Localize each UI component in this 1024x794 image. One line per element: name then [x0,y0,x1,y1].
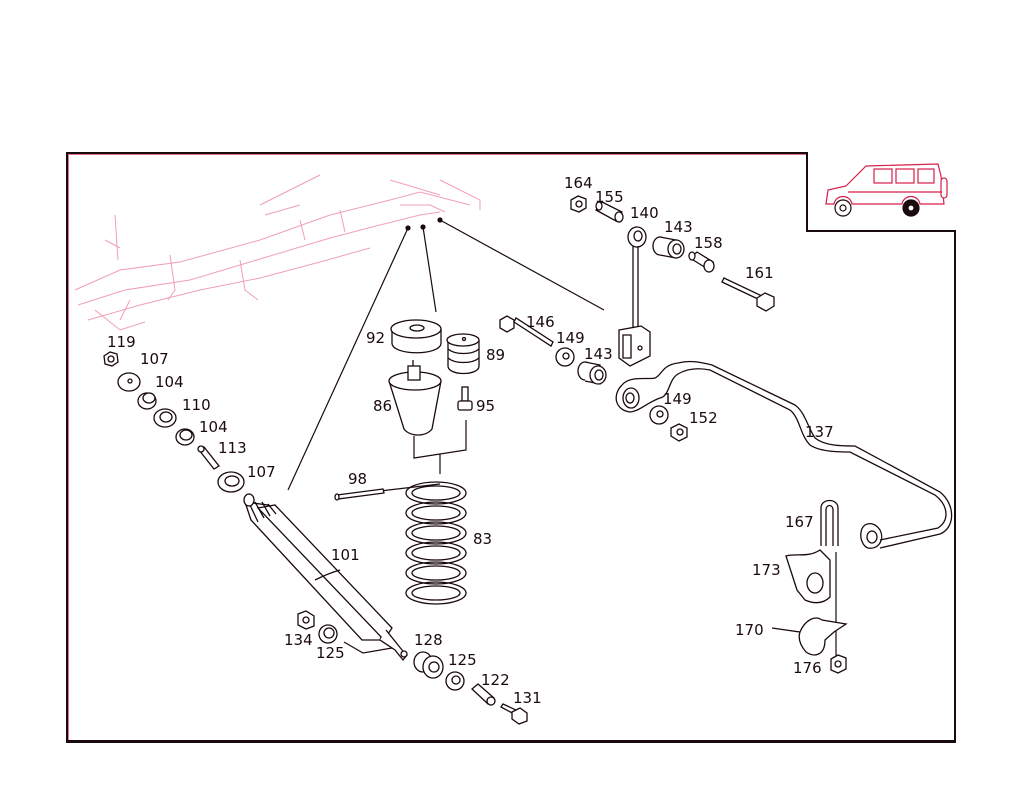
callout-113[interactable]: 113 [218,439,247,457]
callout-161[interactable]: 161 [745,264,774,282]
callout-86[interactable]: 86 [373,397,393,415]
callout-143[interactable]: 143 [664,218,693,236]
callout-83[interactable]: 83 [473,530,493,548]
bushing-104-icon [137,392,157,410]
nut-152-icon [670,423,688,442]
nut-119-icon [103,351,119,367]
callout-119[interactable]: 119 [107,333,136,351]
callout-92[interactable]: 92 [366,329,386,347]
sleeve-158-icon [688,251,715,273]
shock-lower-hardware [297,610,528,725]
spring-pads [388,319,480,436]
callout-110[interactable]: 110 [182,396,211,414]
callout-95[interactable]: 95 [476,397,496,415]
callout-107[interactable]: 107 [140,350,169,368]
leader-lines [287,217,837,656]
callout-137[interactable]: 137 [805,423,834,441]
clamp-bracket-170-icon [771,617,848,656]
washer-107-icon [117,372,141,392]
callout-131[interactable]: 131 [513,689,542,707]
spring-pad-92-icon [390,319,442,354]
clamp-rubber-173-icon [785,549,831,604]
bushing-143b-icon [577,361,607,385]
stabilizer-link-hardware [499,195,775,442]
callout-176[interactable]: 176 [793,659,822,677]
callout-164[interactable]: 164 [564,174,593,192]
bolt-131-icon [500,703,528,725]
callout-170[interactable]: 170 [735,621,764,639]
callout-143b[interactable]: 143 [584,345,613,363]
washer-125b-icon [445,671,465,691]
callout-134[interactable]: 134 [284,631,313,649]
bump-stop-86-icon [388,360,442,436]
callout-152[interactable]: 152 [689,409,718,427]
sleeve-122-icon [471,683,496,706]
vehicle-side-view-icon [825,163,948,217]
shock-absorber-101-icon [243,493,408,662]
bolt-161-icon [721,277,775,312]
nut-164-icon [570,195,587,213]
bolt-95-icon [457,386,473,411]
nut-134-icon [297,610,315,630]
callout-146[interactable]: 146 [526,313,555,331]
callout-122[interactable]: 122 [481,671,510,689]
callout-149b[interactable]: 149 [663,390,692,408]
callout-101[interactable]: 101 [331,546,360,564]
pin-98-icon [334,488,385,501]
callout-98[interactable]: 98 [348,470,368,488]
washer-149-icon [555,347,575,367]
callout-107b[interactable]: 107 [247,463,276,481]
washer-110-icon [153,408,177,428]
callout-125b[interactable]: 125 [448,651,477,669]
nut-176-icon [830,654,847,674]
vehicle-thumbnail [806,152,956,232]
callout-140[interactable]: 140 [630,204,659,222]
washer-149b-icon [649,405,669,425]
bushing-104b-icon [175,428,195,446]
callout-104b[interactable]: 104 [199,418,228,436]
bushing-128-icon [413,651,444,679]
diagram-frame [66,152,956,743]
link-rod-140-icon [618,226,651,367]
callout-128[interactable]: 128 [414,631,443,649]
sleeve-155-icon [595,201,624,223]
stabilizer-mount-hardware [771,499,848,674]
bushing-143-icon [652,236,685,259]
washer-125-icon [318,624,338,644]
u-bolt-167-icon [820,499,839,546]
sleeve-113-icon [197,445,220,470]
callout-155[interactable]: 155 [595,188,624,206]
callout-167[interactable]: 167 [785,513,814,531]
callout-89[interactable]: 89 [486,346,506,364]
shock-mount-hardware [103,351,245,493]
callout-149[interactable]: 149 [556,329,585,347]
callout-104[interactable]: 104 [155,373,184,391]
washer-107b-icon [217,471,245,493]
callout-173[interactable]: 173 [752,561,781,579]
stabilizer-bar-137-icon [615,360,953,549]
callout-158[interactable]: 158 [694,234,723,252]
rubber-mount-89-icon [446,333,480,375]
bolt-146-icon [499,315,554,347]
coil-spring-83-icon [405,481,467,605]
chassis-frame-ghost [74,174,481,331]
callout-125[interactable]: 125 [316,644,345,662]
